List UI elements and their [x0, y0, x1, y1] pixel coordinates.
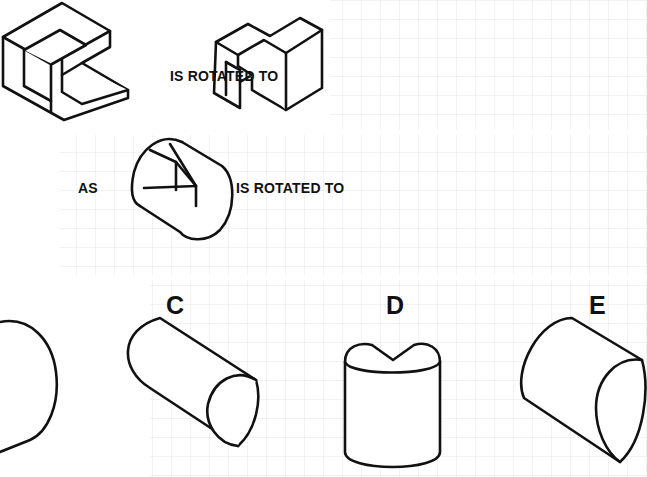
notched-cylinder-figure — [132, 139, 232, 239]
option-figure — [0, 321, 57, 452]
option-c-cylinder — [128, 318, 258, 446]
c-block-figure — [3, 3, 128, 120]
option-d-cylinder — [345, 344, 440, 467]
relation-text: IS ROTATED TO — [170, 69, 278, 83]
grid-background — [330, 0, 647, 130]
t-block-figure — [214, 18, 322, 110]
relation-text: AS — [78, 181, 98, 195]
grid-background — [0, 135, 647, 275]
option-letter: E — [589, 293, 606, 318]
option-letter: C — [166, 293, 184, 318]
option-e-cylinder — [521, 318, 645, 462]
option-letter: D — [386, 293, 404, 318]
relation-text: IS ROTATED TO — [236, 181, 344, 195]
grid-background — [150, 280, 647, 477]
